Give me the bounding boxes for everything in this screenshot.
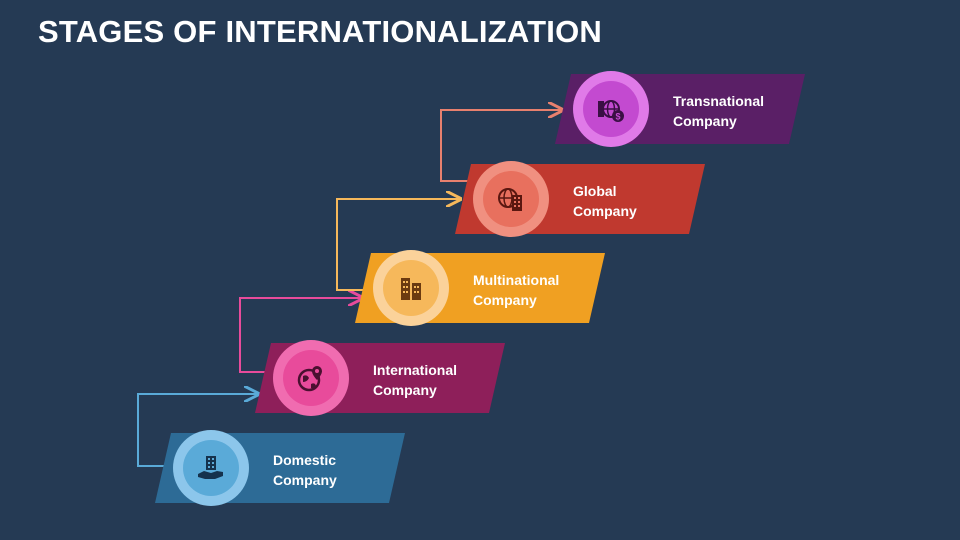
stage-icon-circle [273, 340, 349, 416]
stage-global: Global Company [455, 161, 705, 237]
svg-text:$: $ [615, 112, 620, 122]
globe-building-icon [498, 188, 522, 211]
stage-label: Domestic Company [273, 452, 337, 488]
globe-dollar-icon: $ [598, 100, 624, 122]
stage-transnational: $ Transnational Company [555, 71, 805, 147]
stage-icon-circle [173, 430, 249, 506]
connector-international-to-multinational [239, 298, 362, 373]
stage-international: International Company [255, 340, 505, 416]
stage-icon-circle [473, 161, 549, 237]
stage-label: International Company [373, 362, 458, 398]
connector-global-to-transnational [440, 110, 562, 182]
globe-pin-icon [297, 366, 322, 392]
connector-multinational-to-global [336, 199, 460, 291]
connector-domestic-to-international [137, 394, 258, 467]
stage-multinational: Multinational Company [355, 250, 605, 326]
stage-label: Transnational Company [673, 93, 765, 129]
skyscrapers-icon [401, 278, 421, 300]
stage-domestic: Domestic Company [155, 430, 405, 506]
building-hand-icon [198, 456, 223, 479]
stage-label: Multinational Company [473, 272, 560, 308]
stage-icon-circle [373, 250, 449, 326]
stage-icon-circle: $ [573, 71, 649, 147]
stage-label: Global Company [573, 183, 637, 219]
page-title: STAGES OF INTERNATIONALIZATION [38, 14, 602, 49]
